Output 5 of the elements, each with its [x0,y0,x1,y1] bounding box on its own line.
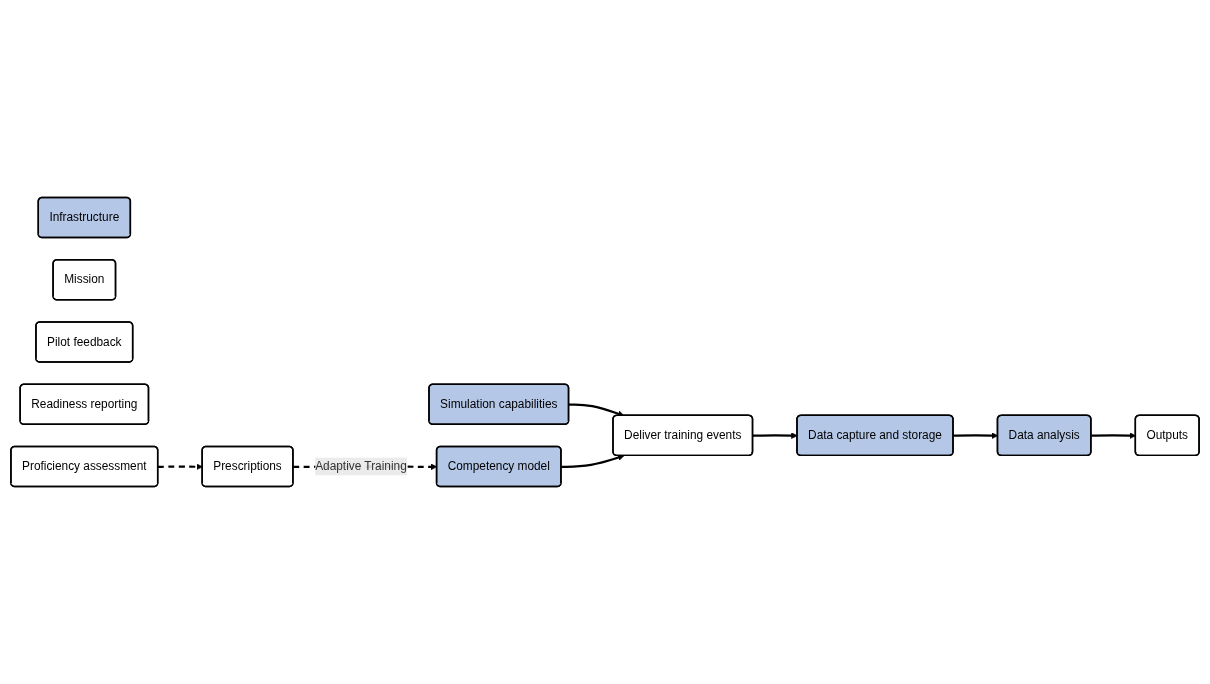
arrow [568,403,625,417]
edge-label: Adaptive Training [315,459,407,473]
arrow [561,454,625,468]
arrow [1091,432,1136,439]
arrow [158,463,203,470]
